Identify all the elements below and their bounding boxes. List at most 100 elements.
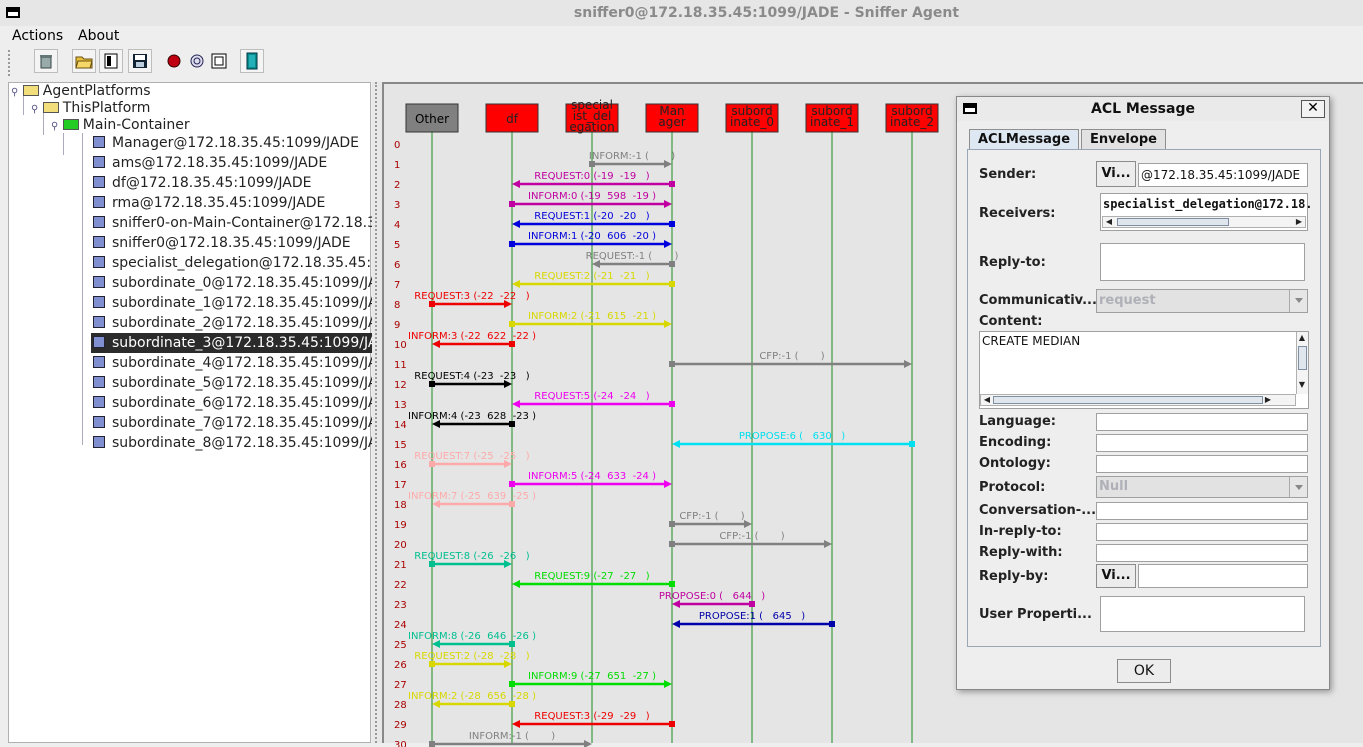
conversation-id-field[interactable]	[1096, 502, 1308, 520]
reply-to-field[interactable]	[1100, 243, 1305, 281]
message-arrow[interactable]: REQUEST:3 (-22 -22 )	[414, 291, 530, 308]
tree-agent-item[interactable]: specialist_delegation@172.18.35.45:	[91, 253, 375, 273]
agent-box[interactable]: df	[485, 103, 539, 133]
message-arrow[interactable]: INFORM:8 (-26 646 -26 )	[408, 631, 536, 648]
document-button[interactable]	[99, 49, 123, 73]
tree-node-this-platform[interactable]: ⚲ ThisPlatform	[31, 100, 151, 116]
scroll-thumb[interactable]	[993, 396, 1263, 404]
toolbar-grip[interactable]	[8, 50, 14, 76]
ontology-field[interactable]	[1096, 455, 1308, 473]
tab-envelope[interactable]: Envelope	[1081, 129, 1166, 149]
record-button[interactable]	[162, 49, 186, 73]
user-properties-field[interactable]	[1100, 596, 1305, 632]
tree-agent-item[interactable]: subordinate_5@172.18.35.45:1099/JA	[91, 373, 381, 393]
content-hscrollbar[interactable]: ◀ ▶	[980, 394, 1296, 406]
message-arrow[interactable]: PROPOSE:1 ( 645 )	[672, 611, 835, 628]
save-button[interactable]	[128, 49, 152, 73]
tree-agent-item[interactable]: ams@172.18.35.45:1099/JADE	[91, 153, 331, 173]
message-arrow[interactable]: REQUEST:5 (-24 -24 )	[512, 391, 675, 408]
scroll-left-icon[interactable]: ◀	[983, 395, 991, 404]
message-arrow[interactable]: INFORM:2 (-28 656 -28 )	[408, 691, 536, 708]
language-field[interactable]	[1096, 413, 1308, 431]
message-arrow[interactable]: REQUEST:4 (-23 -23 )	[414, 371, 530, 388]
content-value[interactable]: CREATE MEDIAN	[982, 334, 1081, 348]
split-pane-divider[interactable]	[372, 82, 382, 743]
message-arrow[interactable]: INFORM:3 (-22 622 -22 )	[408, 331, 536, 348]
tree-node-main-container[interactable]: ⚲ Main-Container	[51, 117, 190, 133]
agent-box[interactable]: subordinate_1	[805, 103, 859, 133]
message-arrow[interactable]: INFORM:9 (-27 651 -27 )	[509, 671, 672, 688]
open-button[interactable]	[72, 49, 96, 73]
message-arrow[interactable]: PROPOSE:0 ( 644 )	[659, 591, 765, 608]
message-arrow[interactable]: REQUEST:1 (-20 -20 )	[512, 211, 675, 228]
scroll-down-icon[interactable]: ▼	[1298, 380, 1306, 389]
frame-button[interactable]	[207, 49, 231, 73]
message-arrow[interactable]: INFORM:5 (-24 633 -24 )	[509, 471, 672, 488]
message-arrow[interactable]: INFORM:4 (-23 628 -23 )	[408, 411, 536, 428]
message-arrow[interactable]: REQUEST:0 (-19 -19 )	[512, 171, 675, 188]
tree-agent-item[interactable]: subordinate_1@172.18.35.45:1099/JA	[91, 293, 381, 313]
message-arrow[interactable]: INFORM:-1 ( )	[429, 731, 592, 747]
sender-view-button[interactable]: Vi...	[1096, 161, 1136, 187]
tree-agent-item[interactable]: Manager@172.18.35.45:1099/JADE	[91, 133, 363, 153]
message-arrow[interactable]: INFORM:2 (-21 615 -21 )	[509, 311, 672, 328]
dialog-menu-icon[interactable]	[963, 103, 977, 114]
content-textarea[interactable]: CREATE MEDIAN ▲ ▼ ◀ ▶	[979, 331, 1309, 409]
scroll-right-icon[interactable]: ▶	[1264, 395, 1272, 404]
message-arrow[interactable]: CFP:-1 ( )	[669, 351, 912, 368]
chevron-down-icon[interactable]	[1289, 290, 1307, 312]
message-arrow[interactable]: INFORM:7 (-25 639 -25 )	[408, 491, 536, 508]
chevron-down-icon[interactable]	[1289, 477, 1307, 497]
message-arrow[interactable]: PROPOSE:6 ( 630 )	[672, 431, 915, 448]
message-arrow[interactable]: REQUEST:9 (-27 -27 )	[512, 571, 675, 588]
message-arrow[interactable]: CFP:-1 ( )	[669, 511, 752, 528]
tree-agent-item[interactable]: subordinate_8@172.18.35.45:1099/JA	[91, 433, 381, 453]
message-arrow[interactable]: CFP:-1 ( )	[669, 531, 832, 548]
agent-box[interactable]: Other	[405, 103, 459, 133]
scroll-up-icon[interactable]: ▲	[1298, 333, 1306, 342]
agent-box[interactable]: Manager	[645, 103, 699, 133]
protocol-select[interactable]: Null	[1096, 476, 1308, 498]
scroll-left-icon[interactable]: ◀	[1105, 217, 1113, 226]
agent-tree[interactable]: ⚲ AgentPlatforms ⚲ ThisPlatform ⚲ Main-C…	[8, 82, 382, 743]
sender-field[interactable]: @172.18.35.45:1099/JADE	[1138, 163, 1308, 187]
exit-button[interactable]	[240, 49, 264, 73]
message-arrow[interactable]: REQUEST:2 (-21 -21 )	[512, 271, 675, 288]
tree-toggle-icon[interactable]: ⚲	[31, 104, 39, 115]
reply-with-field[interactable]	[1096, 544, 1308, 562]
message-arrow[interactable]: REQUEST:3 (-29 -29 )	[512, 711, 675, 728]
tree-agent-item[interactable]: subordinate_4@172.18.35.45:1099/JA	[91, 353, 381, 373]
agent-box[interactable]: subordinate_0	[725, 103, 779, 133]
reply-by-view-button[interactable]: Vi...	[1096, 564, 1136, 588]
tree-agent-item[interactable]: subordinate_6@172.18.35.45:1099/JA	[91, 393, 381, 413]
menu-about[interactable]: About	[78, 28, 120, 44]
tree-agent-item[interactable]: sniffer0@172.18.35.45:1099/JADE	[91, 233, 355, 253]
message-arrow[interactable]: INFORM:-1 ( )	[589, 151, 675, 168]
tree-agent-item[interactable]: subordinate_7@172.18.35.45:1099/JA	[91, 413, 381, 433]
content-vscrollbar[interactable]: ▲ ▼	[1296, 332, 1308, 394]
tree-agent-item[interactable]: subordinate_3@172.18.35.45:1099/JA	[91, 333, 382, 353]
menu-actions[interactable]: Actions	[12, 28, 64, 44]
receivers-list[interactable]: specialist_delegation@172.18. ◀ ▶	[1100, 193, 1313, 231]
message-arrow[interactable]: REQUEST:8 (-26 -26 )	[414, 551, 530, 568]
message-arrow[interactable]: REQUEST:2 (-28 -28 )	[414, 651, 530, 668]
scroll-thumb[interactable]	[1298, 346, 1307, 370]
message-arrow[interactable]: INFORM:0 (-19 598 -19 )	[509, 191, 672, 208]
scroll-right-icon[interactable]: ▶	[1295, 217, 1303, 226]
tree-toggle-icon[interactable]: ⚲	[11, 87, 19, 98]
agent-box[interactable]: specialist_delegation	[565, 98, 619, 134]
scroll-thumb[interactable]	[1117, 218, 1229, 226]
spiral-button[interactable]	[185, 49, 209, 73]
tree-agent-item[interactable]: sniffer0-on-Main-Container@172.18.3	[91, 213, 380, 233]
message-arrow[interactable]: INFORM:1 (-20 606 -20 )	[509, 231, 672, 248]
tree-agent-item[interactable]: rma@172.18.35.45:1099/JADE	[91, 193, 329, 213]
in-reply-to-field[interactable]	[1096, 523, 1308, 541]
tree-toggle-icon[interactable]: ⚲	[51, 121, 59, 132]
encoding-field[interactable]	[1096, 434, 1308, 452]
agent-box[interactable]: subordinate_2	[885, 103, 939, 133]
receivers-hscrollbar[interactable]: ◀ ▶	[1102, 216, 1306, 228]
tree-node-agent-platforms[interactable]: ⚲ AgentPlatforms	[11, 83, 151, 99]
close-icon[interactable]: ✕	[1301, 100, 1325, 118]
tree-agent-item[interactable]: df@172.18.35.45:1099/JADE	[91, 173, 315, 193]
tab-aclmessage[interactable]: ACLMessage	[969, 129, 1080, 149]
